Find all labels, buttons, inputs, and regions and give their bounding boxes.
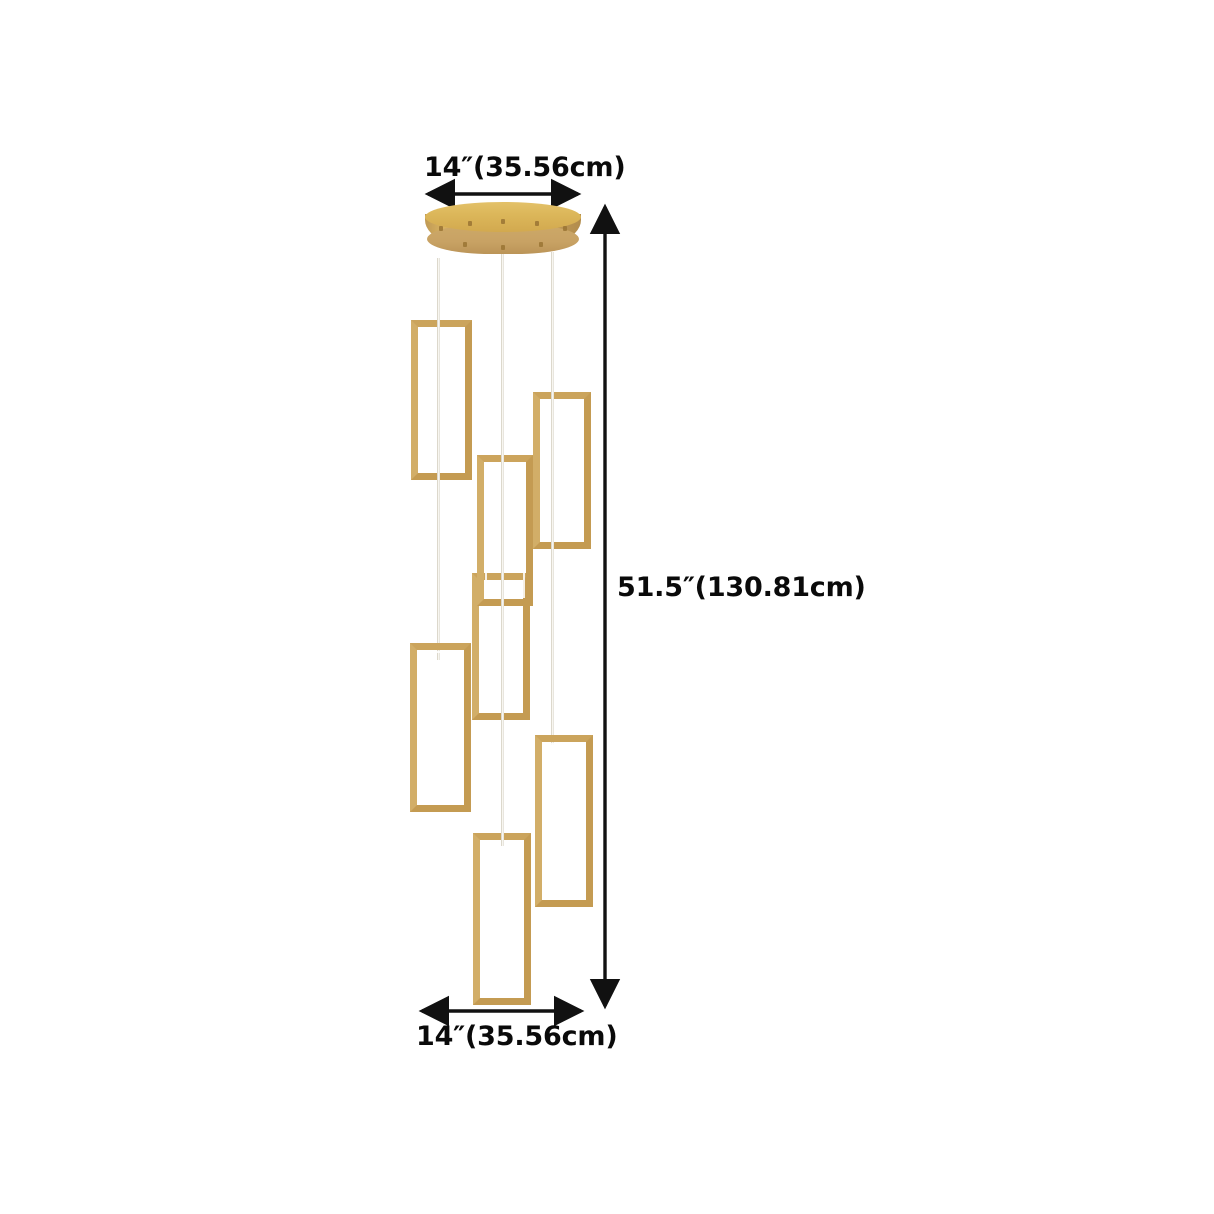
pendant-frame-lower-left [410,643,471,812]
width-dimension-label-top: 14″(35.56cm) [424,152,626,183]
suspension-cord-front-4 [501,573,504,720]
suspension-cord-front-2 [501,455,504,606]
ceiling-canopy-plate [425,202,581,265]
pendant-frame-upper-left [411,320,472,480]
frame-inner-light [541,400,583,541]
canopy-screw [535,221,539,226]
suspension-cord-front-3 [551,392,554,549]
pendant-frame-bottom-center [473,833,531,1005]
suspension-cord-front-1 [437,320,440,480]
pendant-frame-upper-right [533,392,591,549]
suspension-cord-3 [501,252,504,612]
pendant-frame-lower-right [535,735,593,907]
canopy-screw [563,226,567,231]
suspension-cord-5 [551,252,554,402]
height-dimension-label: 51.5″(130.81cm) [617,572,866,603]
suspension-cord-2 [437,470,440,660]
suspension-cord-4 [501,596,504,846]
canopy-screw [463,242,467,247]
canopy-screw [439,226,443,231]
canopy-screw [501,245,505,250]
frame-inner-light [485,463,525,598]
frame-inner-light [543,743,585,899]
canopy-screw [501,219,505,224]
suspension-cord-front-5 [501,833,504,843]
canopy-top-rim [425,202,581,232]
canopy-screw [468,221,472,226]
frame-inner-light [481,841,523,997]
suspension-cord-6 [551,540,554,745]
frame-inner-light [418,651,463,804]
frame-inner-light [419,328,464,472]
width-dimension-label-bottom: 14″(35.56cm) [416,1021,618,1052]
pendant-frame-mid-upper [477,455,533,606]
canopy-screw [539,242,543,247]
